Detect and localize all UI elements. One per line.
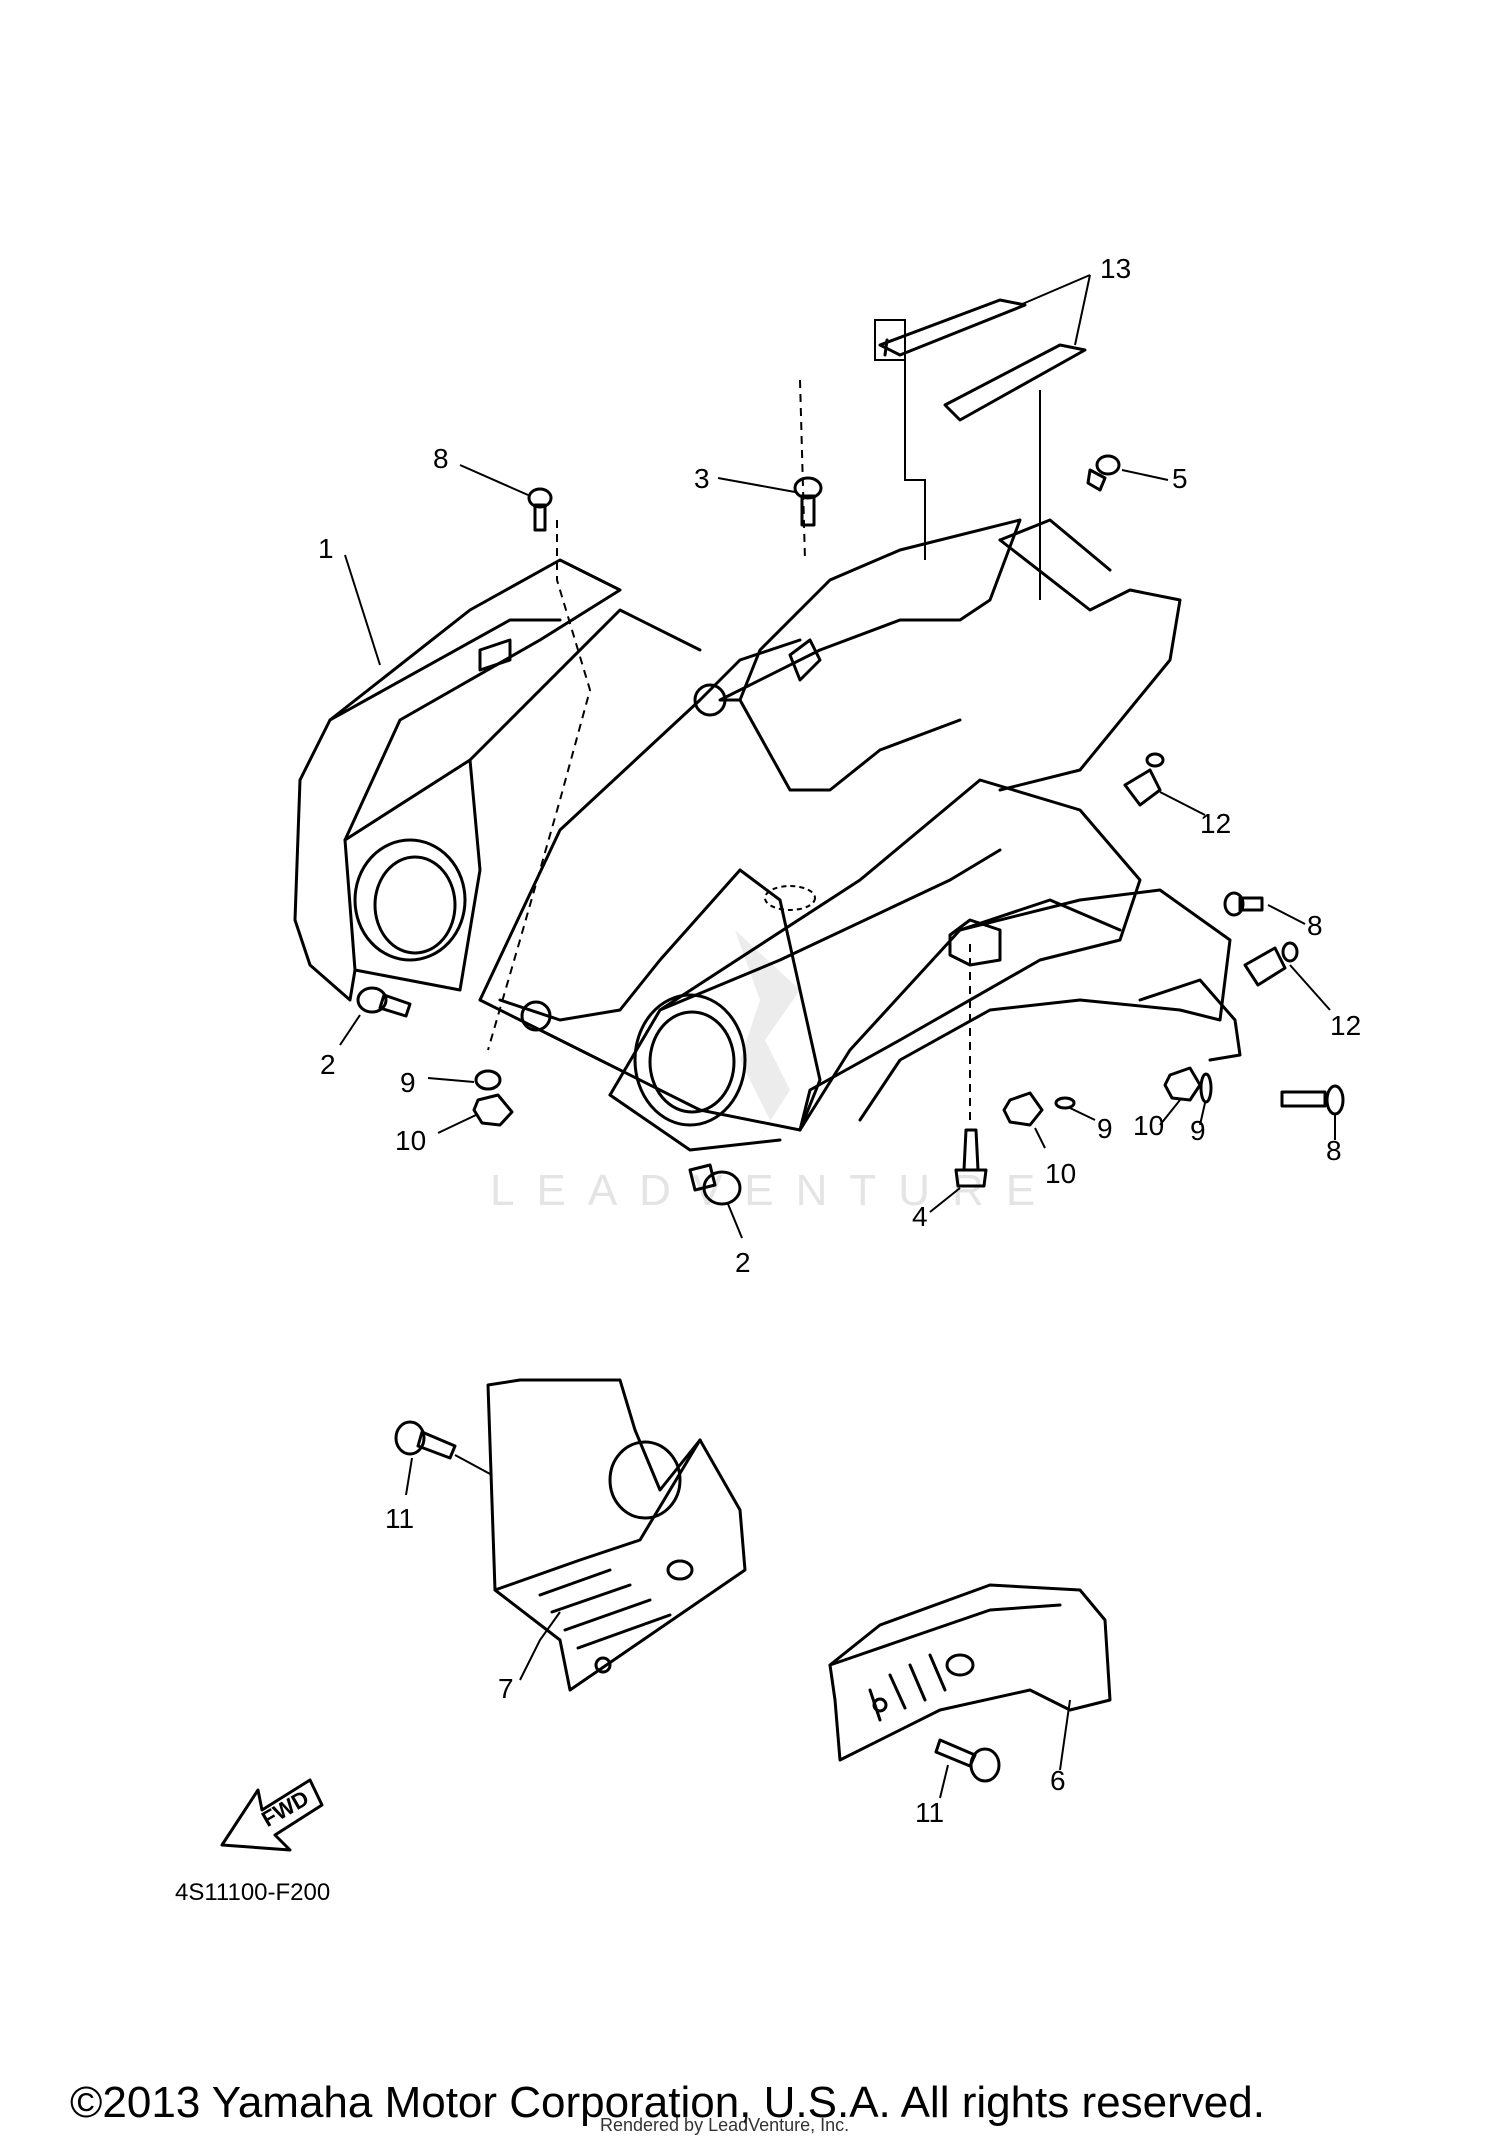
screw-8-right-lower[interactable] <box>1280 1084 1345 1140</box>
callout-10b: 10 <box>1133 1110 1164 1141</box>
callout-9b: 9 <box>1097 1113 1113 1144</box>
bolt-2-right[interactable] <box>688 1163 743 1239</box>
alignment-lines <box>487 379 971 1120</box>
screw-8-top[interactable] <box>459 464 553 532</box>
washer-9-left[interactable] <box>427 1069 502 1091</box>
callout-10: 10 <box>395 1125 426 1156</box>
watermark-text: LEADVENTURE <box>490 1166 1057 1215</box>
callout-12b: 12 <box>1330 1010 1361 1041</box>
callout-1: 1 <box>318 533 334 564</box>
bolt-4[interactable] <box>929 1128 988 1213</box>
clip-12-upper[interactable] <box>1123 752 1206 816</box>
callout-9c: 9 <box>1190 1115 1206 1146</box>
callout-2: 2 <box>320 1049 336 1080</box>
nut-10-left[interactable] <box>437 1093 514 1134</box>
callout-7: 7 <box>498 1673 514 1704</box>
callout-11b: 11 <box>915 1797 944 1828</box>
bolt-3[interactable] <box>717 476 823 527</box>
callout-2b: 2 <box>735 1247 751 1278</box>
leader-13 <box>1019 274 1091 346</box>
washer-9-right[interactable] <box>1199 1072 1213 1126</box>
callout-13: 13 <box>1100 253 1131 284</box>
nut-10-right[interactable] <box>1159 1066 1202 1126</box>
callout-5: 5 <box>1172 463 1188 494</box>
rendered-by-note: Rendered by LeadVenture, Inc. <box>600 2115 850 2135</box>
copyright-notice: ©2013 Yamaha Motor Corporation, U.S.A. A… <box>70 2078 1265 2127</box>
nut-10-center[interactable] <box>1002 1091 1046 1149</box>
callout-9: 9 <box>400 1067 416 1098</box>
callout-8b: 8 <box>1307 910 1323 941</box>
screw-8-right-upper[interactable] <box>1223 891 1306 925</box>
watermark: LEADVENTURE <box>490 930 1057 1215</box>
callouts: 13 8 3 5 1 12 8 12 2 9 10 9 10 9 10 8 4 … <box>175 253 1361 1906</box>
clip-5[interactable] <box>1086 454 1169 492</box>
part-6-guard[interactable] <box>828 1583 1112 1771</box>
callout-4: 4 <box>912 1201 928 1232</box>
fasteners[interactable] <box>339 454 1345 1799</box>
callout-8c: 8 <box>1326 1135 1342 1166</box>
bolt-11-lower[interactable] <box>934 1738 1001 1799</box>
clip-12-lower[interactable] <box>1243 941 1331 1011</box>
part-13-seal-strips[interactable] <box>874 298 1087 600</box>
callout-6: 6 <box>1050 1765 1066 1796</box>
figure-number: 4S11100-F200 <box>175 1879 330 1906</box>
callout-8: 8 <box>433 443 449 474</box>
callout-3: 3 <box>694 463 710 494</box>
part-1-front-fender[interactable] <box>293 518 1242 1152</box>
bolt-11-upper[interactable] <box>394 1420 493 1496</box>
washer-9-center[interactable] <box>1054 1096 1096 1121</box>
bolt-2-left[interactable] <box>339 986 412 1046</box>
part-7-guard[interactable] <box>486 1378 747 1692</box>
fwd-label: FWD <box>257 1785 313 1832</box>
callout-11: 11 <box>385 1503 414 1534</box>
callout-12: 12 <box>1200 808 1231 839</box>
callout-10c: 10 <box>1045 1158 1076 1189</box>
fwd-arrow-icon: FWD <box>220 1778 324 1852</box>
